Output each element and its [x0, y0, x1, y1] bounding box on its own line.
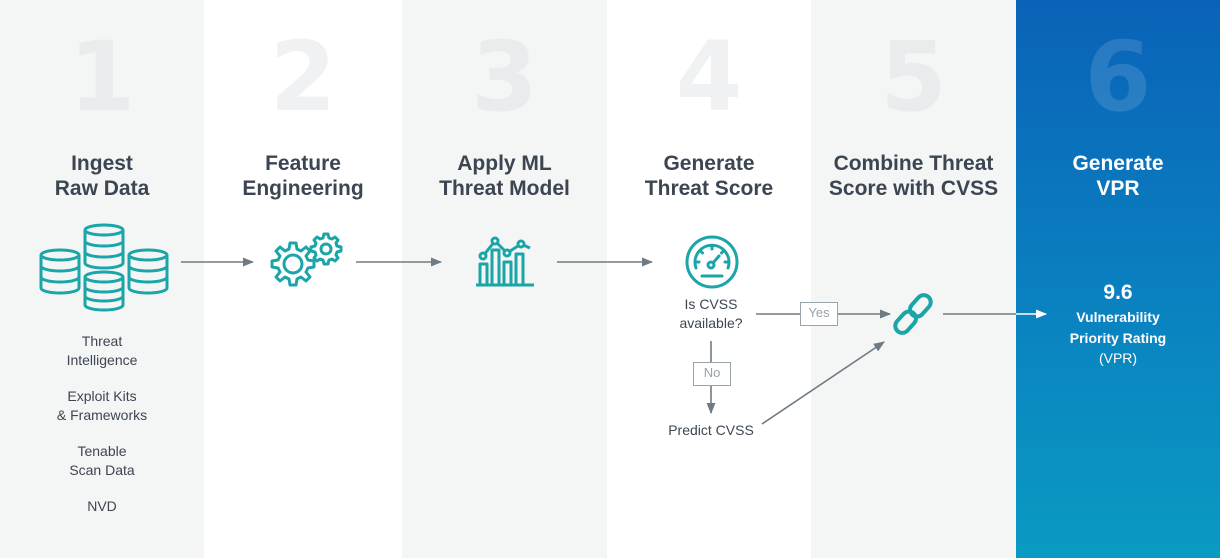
gears-icon: [270, 232, 343, 287]
step-4-column: 4 Generate Threat Score: [607, 0, 811, 558]
speedometer-gauge-icon: [685, 235, 739, 289]
database-stack-icon: [39, 223, 169, 312]
step-2-column: 2 Feature Engineering: [204, 0, 402, 558]
no-label: No: [693, 362, 731, 386]
step-5-title: Combine Threat Score with CVSS: [828, 152, 999, 200]
step-2-title: Feature Engineering: [242, 152, 364, 200]
bar-chart-trend-icon: [476, 236, 534, 287]
step-4-number: 4: [675, 21, 743, 133]
step-5-number: 5: [880, 21, 947, 133]
vpr-abbreviation: (VPR): [1098, 350, 1138, 366]
chain-link-icon: [893, 293, 933, 335]
step-1-number: 1: [68, 21, 136, 133]
step-4-title: Generate Threat Score: [644, 152, 774, 200]
source-nvd: NVD: [87, 498, 117, 514]
step-3-title: Apply ML Threat Model: [439, 152, 570, 200]
vpr-score-value: 9.6: [1103, 281, 1133, 304]
step-6-column: 6 Generate VPR: [1016, 0, 1220, 558]
cvss-question: Is CVSS available?: [679, 296, 743, 331]
step-3-number: 3: [471, 21, 538, 133]
arrow-predict-to-link: [761, 341, 885, 425]
predict-cvss-label: Predict CVSS: [668, 422, 754, 438]
source-threat-intelligence: Threat Intelligence: [66, 333, 138, 368]
source-exploit-kits: Exploit Kits & Frameworks: [56, 388, 148, 423]
data-sources-list: Threat Intelligence Exploit Kits & Frame…: [0, 332, 204, 533]
step-6-title: Generate VPR: [1072, 152, 1164, 200]
step-5-column: 5 Combine Threat Score with CVSS: [811, 0, 1016, 558]
step-2-number: 2: [269, 21, 337, 133]
source-tenable-scan-data: Tenable Scan Data: [69, 443, 135, 478]
vpr-label: Vulnerability Priority Rating: [1069, 309, 1167, 346]
step-6-number: 6: [1084, 21, 1152, 133]
yes-label: Yes: [800, 302, 838, 326]
step-1-title: Ingest Raw Data: [54, 152, 150, 200]
step-1-column: 1 Ingest Raw Data Threat Intelligence Ex…: [0, 0, 204, 558]
